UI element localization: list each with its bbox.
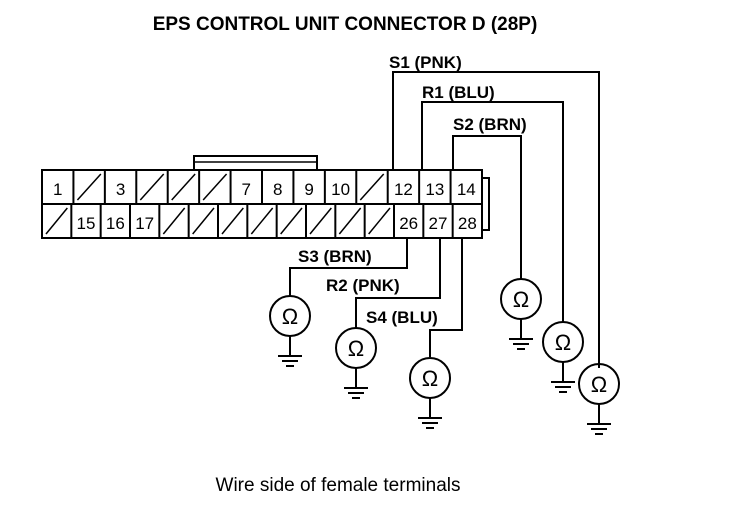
terminal-number: 13 <box>425 180 444 199</box>
terminal-number: 15 <box>77 214 96 233</box>
top-row-cell: 9 <box>292 170 314 204</box>
bottom-row-cell <box>187 204 215 238</box>
terminal-number: 1 <box>53 180 62 199</box>
terminal-number: 3 <box>116 180 125 199</box>
unused-terminal-hatch <box>139 173 165 201</box>
ohmmeter-icon: Ω <box>335 327 377 369</box>
top-row-cell <box>72 170 102 204</box>
bottom-row-cell <box>334 204 362 238</box>
bottom-row-cell: 15 <box>70 204 96 238</box>
top-row-cell: 7 <box>229 170 251 204</box>
svg-text:Ω: Ω <box>513 287 529 312</box>
terminal-number: 14 <box>457 180 476 199</box>
terminal-number: 7 <box>242 180 251 199</box>
diagram-title: EPS CONTROL UNIT CONNECTOR D (28P) <box>153 14 538 35</box>
wire-label-r2: R2 (PNK) <box>326 276 400 295</box>
ground-icon <box>344 368 368 399</box>
svg-text:Ω: Ω <box>591 372 607 397</box>
top-row-cell <box>355 170 385 204</box>
svg-text:Ω: Ω <box>422 366 438 391</box>
terminal-number: 17 <box>135 214 154 233</box>
ohmmeter-icon: Ω <box>409 357 451 399</box>
wire-label-r1: R1 (BLU) <box>422 83 495 102</box>
unused-terminal-hatch <box>76 173 102 201</box>
svg-text:Ω: Ω <box>348 336 364 361</box>
terminal-number: 27 <box>429 214 448 233</box>
bottom-row-cell: 27 <box>422 204 448 238</box>
unused-terminal-hatch <box>45 207 68 235</box>
unused-terminal-hatch <box>359 173 385 201</box>
bottom-row-cell <box>275 204 303 238</box>
bottom-row-cell <box>217 204 244 238</box>
top-row-cell: 14 <box>449 170 476 204</box>
terminal-number: 16 <box>106 214 125 233</box>
unused-terminal-hatch <box>192 207 215 235</box>
top-row-cell: 8 <box>261 170 282 204</box>
ground-icon <box>551 362 575 393</box>
unused-terminal-hatch <box>280 207 303 235</box>
bottom-row-cell: 26 <box>393 204 418 238</box>
ground-icon <box>418 398 442 429</box>
bottom-row-cell <box>45 207 68 235</box>
ground-icon <box>587 404 611 435</box>
wire-label-s3: S3 (BRN) <box>298 247 372 266</box>
unused-terminal-hatch <box>171 173 196 201</box>
bottom-row-cell <box>158 204 186 238</box>
wire-r1 <box>421 101 564 322</box>
unused-terminal-hatch <box>309 207 332 235</box>
unused-terminal-hatch <box>162 207 186 235</box>
terminal-number: 10 <box>331 180 350 199</box>
unused-terminal-hatch <box>221 207 244 235</box>
top-row-cell <box>198 170 228 204</box>
terminal-number: 8 <box>273 180 282 199</box>
terminal-number: 28 <box>458 214 477 233</box>
wire-s1 <box>392 71 600 368</box>
wire-label-s1: S1 (PNK) <box>389 53 462 72</box>
wire-label-s4: S4 (BLU) <box>366 308 438 327</box>
unused-terminal-hatch <box>202 173 228 201</box>
terminal-number: 9 <box>304 180 313 199</box>
top-row-cell <box>135 170 165 204</box>
wire-s3 <box>289 238 408 296</box>
ohmmeter-icon: Ω <box>269 295 311 337</box>
top-row-cell: 3 <box>103 170 125 204</box>
wire-s4 <box>429 238 463 357</box>
unused-terminal-hatch <box>250 207 274 235</box>
unused-terminal-hatch <box>338 207 362 235</box>
bottom-row-cell <box>305 204 332 238</box>
svg-text:Ω: Ω <box>282 304 298 329</box>
wire-s2 <box>452 135 522 279</box>
top-row-cell: 1 <box>53 180 62 199</box>
unused-terminal-hatch <box>368 207 391 235</box>
ground-icon <box>278 336 302 367</box>
top-row-cell: 13 <box>418 170 444 204</box>
bottom-row-cell <box>363 204 391 238</box>
ohmmeter-icon: Ω <box>500 278 542 320</box>
ground-icon <box>509 319 533 350</box>
top-row-cell: 12 <box>386 170 413 204</box>
top-row-cell: 10 <box>323 170 350 204</box>
bottom-row-cell: 28 <box>451 204 477 238</box>
wire-label-s2: S2 (BRN) <box>453 115 527 134</box>
bottom-row-cell: 17 <box>129 204 154 238</box>
bottom-row-cell: 16 <box>99 204 125 238</box>
ohmmeter-icon: Ω <box>542 321 584 363</box>
svg-text:Ω: Ω <box>555 330 571 355</box>
top-row-cell <box>166 170 196 204</box>
connector-bottom-row: 15 16 17 26 27 28 <box>45 204 477 238</box>
terminal-number: 26 <box>399 214 418 233</box>
ohmmeter-icon: Ω <box>578 363 620 405</box>
terminal-number: 12 <box>394 180 413 199</box>
wire-r2 <box>355 238 441 328</box>
bottom-row-cell <box>246 204 274 238</box>
diagram-caption: Wire side of female terminals <box>216 475 461 496</box>
